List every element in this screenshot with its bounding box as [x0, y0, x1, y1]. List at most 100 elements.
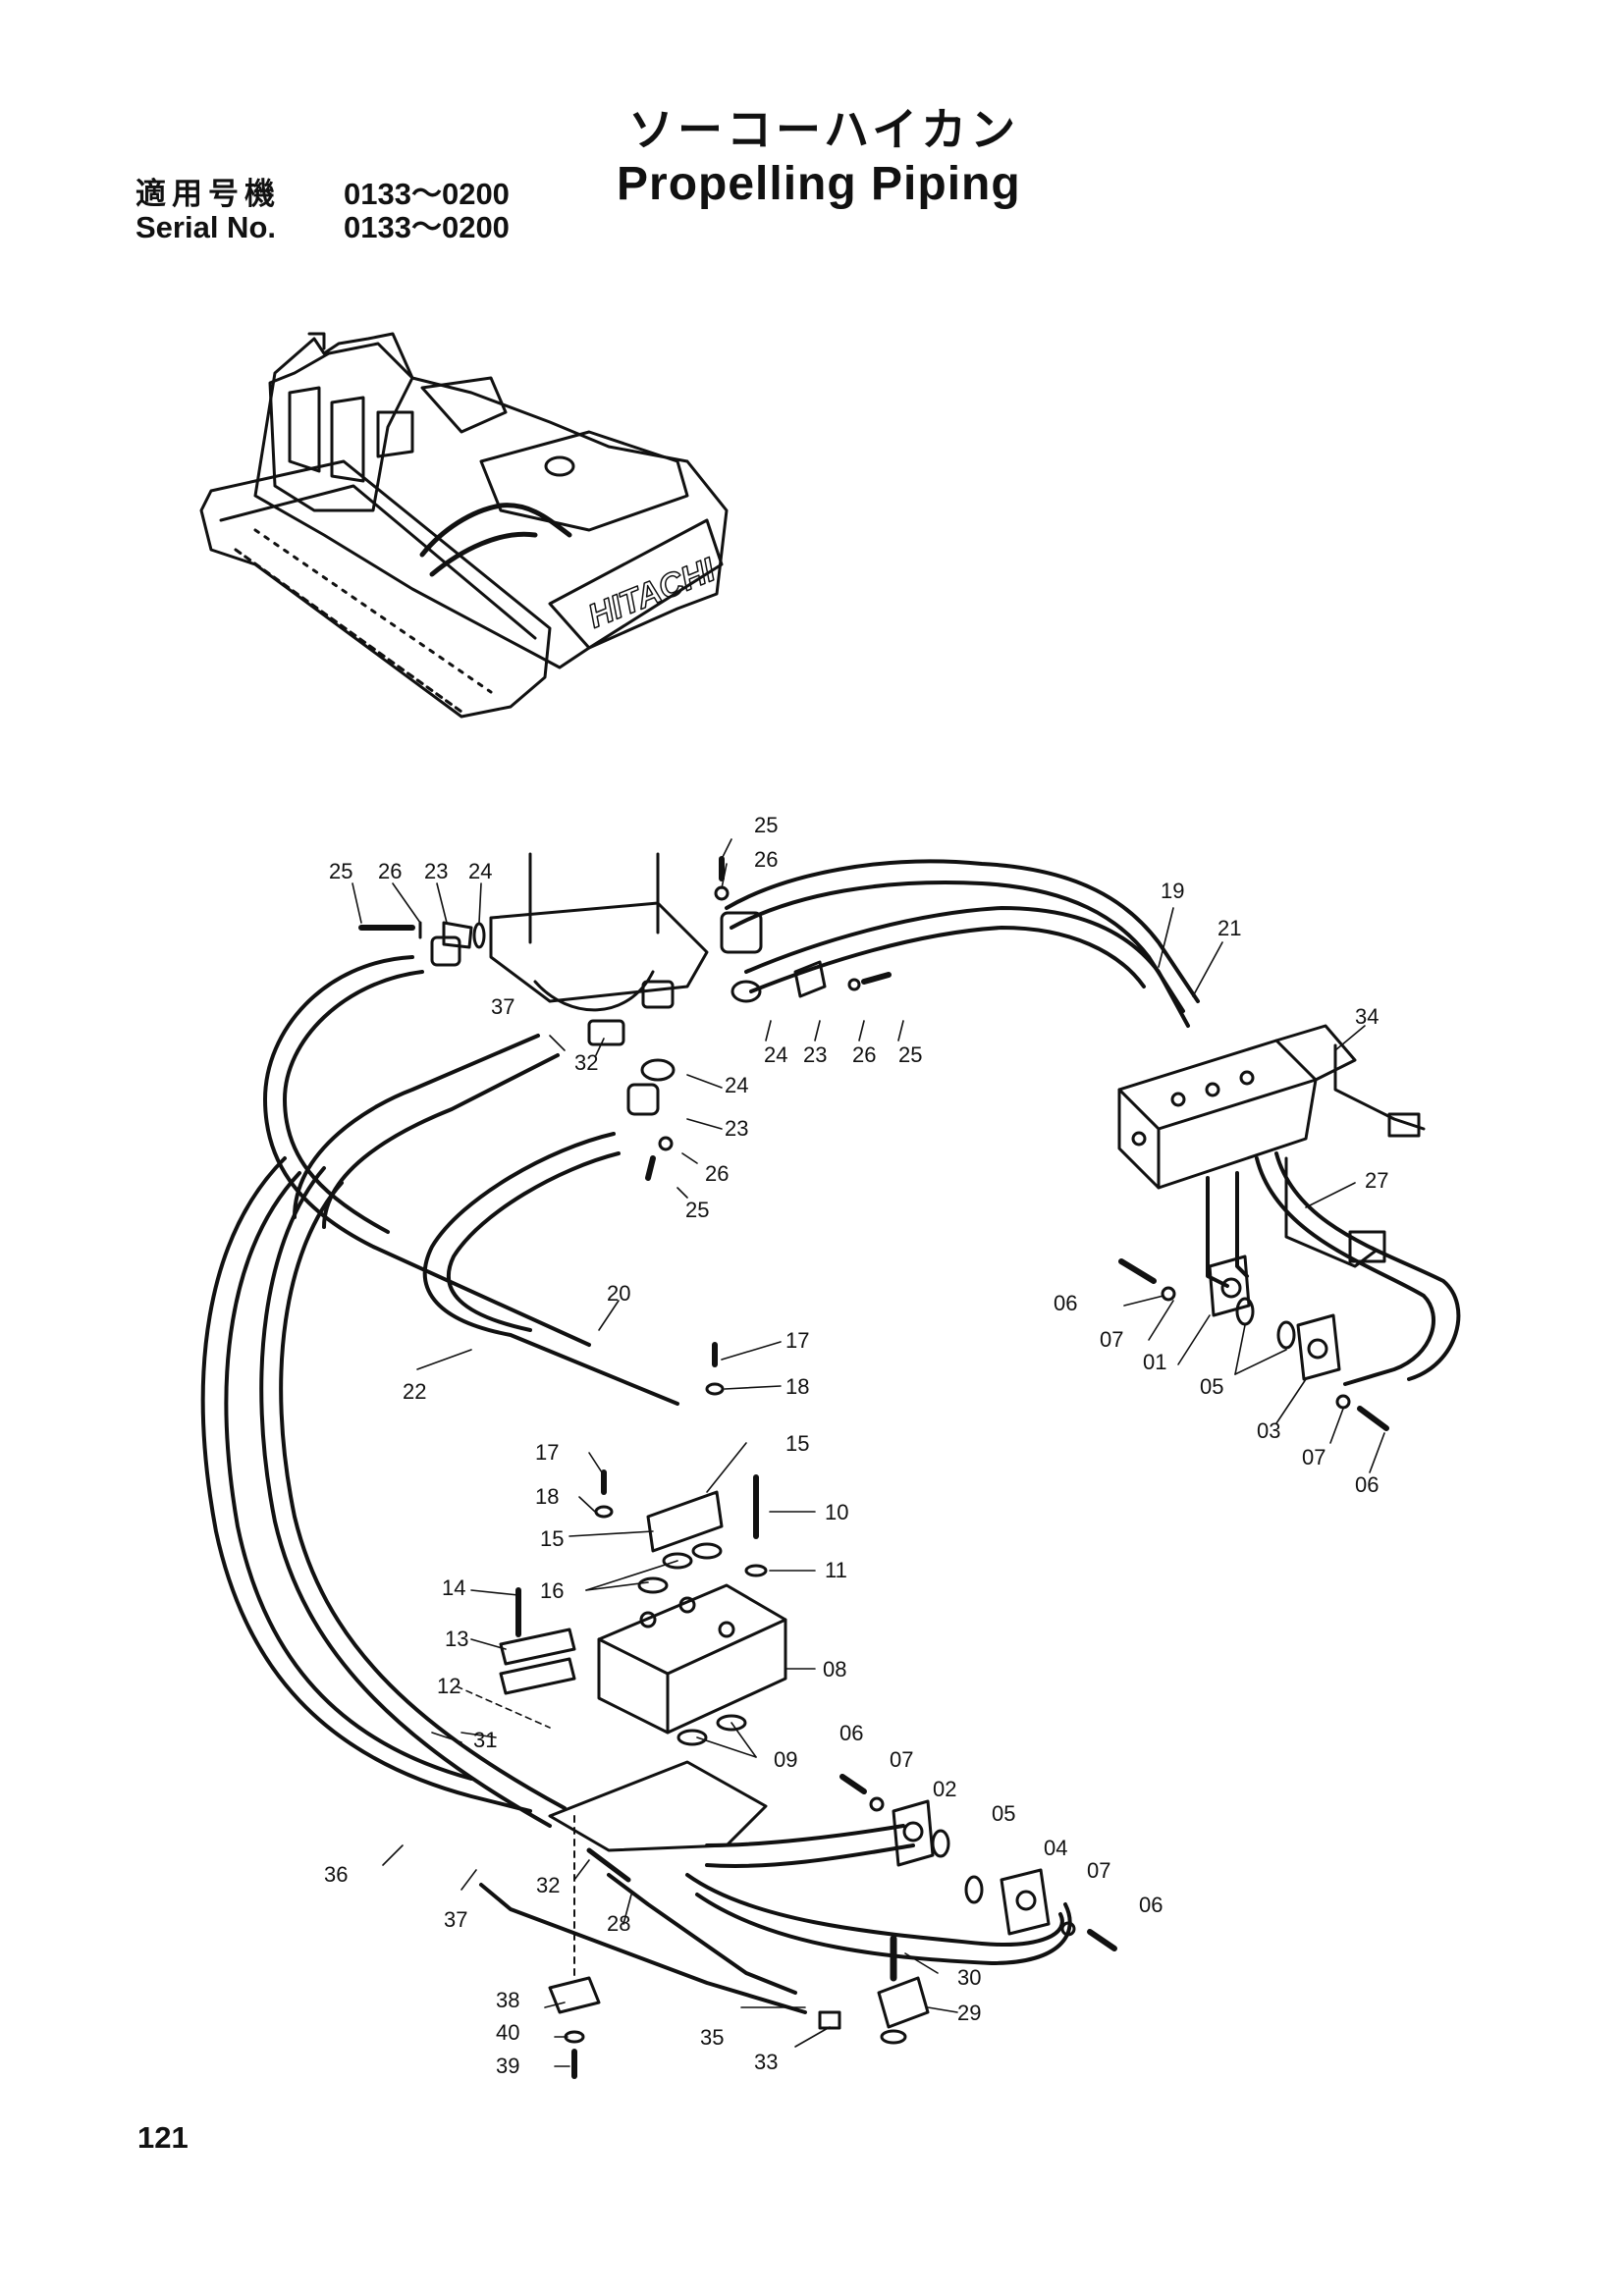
callout-15-left: 15	[540, 1526, 564, 1551]
hose-21-upper	[744, 906, 1190, 1028]
manifold-block-08	[597, 1583, 787, 1735]
oring-24-lower	[640, 1058, 676, 1082]
serial-label-japanese: 適用号機	[135, 177, 281, 212]
bolt-06-right-top	[1118, 1258, 1157, 1284]
callout-26-lower: 26	[705, 1161, 729, 1186]
callout-02: 02	[933, 1777, 956, 1801]
fitting-33	[818, 2010, 841, 2030]
hose-37-lower	[322, 1053, 560, 1229]
serial-label-english: Serial No.	[135, 210, 276, 244]
callout-14: 14	[442, 1575, 465, 1600]
washer-18-left	[594, 1505, 614, 1519]
pipe-35	[479, 1883, 807, 2014]
callout-15-right: 15	[785, 1431, 809, 1456]
boom-foot	[420, 376, 508, 434]
callout-08: 08	[823, 1657, 846, 1682]
oring-16-b	[691, 1542, 723, 1560]
flange-23-left	[442, 921, 473, 949]
oring-09-a	[676, 1729, 708, 1746]
callout-33: 33	[754, 2050, 778, 2074]
callout-16: 16	[540, 1578, 564, 1603]
washer-07-bottom-left	[869, 1796, 885, 1812]
block-29	[877, 1976, 930, 2029]
fitting-32-mid	[587, 1019, 625, 1046]
flange-15-block	[646, 1490, 724, 1553]
flange-03-bore	[1307, 1338, 1328, 1360]
callout-23-top: 23	[424, 859, 448, 883]
callout-23-mid: 23	[803, 1042, 827, 1067]
callout-40: 40	[496, 2020, 519, 2045]
clamp-38	[548, 1976, 601, 2014]
manifold-port-2	[678, 1596, 696, 1614]
valve-port-1	[1170, 1092, 1186, 1107]
center-joint-flange	[489, 901, 709, 1003]
hose-37-upper	[293, 1034, 540, 1219]
engine-hood	[479, 430, 689, 532]
callout-29: 29	[957, 2001, 981, 2025]
machine-piping-highlight	[419, 503, 572, 558]
callout-30: 30	[957, 1965, 981, 1990]
callout-27: 27	[1365, 1168, 1388, 1193]
valve-port-2	[1205, 1082, 1220, 1097]
oring-05-bottom-a	[931, 1829, 950, 1858]
pipe-27-plug	[1348, 1230, 1386, 1263]
valve-port-3	[1239, 1070, 1255, 1086]
pipe-01-right	[1235, 1171, 1249, 1278]
washer-26-mid	[847, 978, 861, 991]
callout-25-left: 25	[329, 859, 352, 883]
bolt-25-mid	[861, 972, 892, 985]
callout-23-lower: 23	[725, 1116, 748, 1141]
washer-18-top	[705, 1382, 725, 1396]
flange-01-bore	[1220, 1277, 1242, 1299]
pipe-01-left	[1206, 1176, 1229, 1288]
hose-20-inner	[446, 1151, 621, 1332]
manifold-port-1	[639, 1611, 657, 1629]
callout-06-bottom-right: 06	[1139, 1893, 1163, 1917]
hose-31	[259, 1166, 552, 1828]
track-treads-inner	[253, 528, 493, 694]
callout-17-top: 17	[785, 1328, 809, 1353]
oring-24-mid	[730, 980, 762, 1003]
callout-07-bottom-left: 07	[890, 1747, 913, 1772]
oring-24-left	[472, 922, 486, 949]
washer-07-right-bottom	[1335, 1394, 1351, 1410]
center-joint-housing	[489, 852, 709, 1012]
callout-10: 10	[825, 1500, 848, 1524]
elbow-flange-left	[430, 935, 461, 967]
oring-16-c	[637, 1576, 669, 1594]
callout-06-right-top: 06	[1054, 1291, 1077, 1315]
callout-03: 03	[1257, 1418, 1280, 1443]
mounting-bracket	[548, 1760, 768, 1852]
tank-cap	[544, 455, 575, 477]
serial-value-english: 0133～0200	[344, 210, 510, 244]
oring-05-right-a	[1235, 1297, 1255, 1326]
flange-04-bore	[1015, 1890, 1037, 1911]
pipe-04-inner	[695, 1893, 1072, 1965]
hose-31-inner	[279, 1181, 567, 1810]
manifold-body	[597, 1583, 787, 1735]
washer-07-right-top	[1161, 1286, 1176, 1302]
bolt-06-bottom-right	[1087, 1929, 1117, 1951]
hose-36	[200, 1156, 532, 1813]
counterweight	[548, 518, 724, 650]
pipe-28	[607, 1873, 797, 1995]
cab-window-right	[330, 396, 365, 483]
plate-13-lower	[499, 1657, 576, 1695]
hose-20	[422, 1132, 679, 1406]
callout-06-right-bottom: 06	[1355, 1472, 1379, 1497]
pipe-03-inner	[1274, 1151, 1461, 1381]
oring-29	[880, 2029, 907, 2045]
pipe-02-lower	[705, 1843, 915, 1868]
callout-26-top: 26	[754, 847, 778, 872]
callout-19: 19	[1161, 879, 1184, 903]
hose-22-inner	[283, 970, 424, 1234]
callout-24-mid: 24	[764, 1042, 787, 1067]
pipe-03-outer	[1255, 1156, 1435, 1386]
callout-01: 01	[1143, 1350, 1166, 1374]
callout-labels: 01 02 03 04 05 05 06 06 06 06 07 07 07 0…	[324, 813, 1388, 2078]
oring-09-b	[716, 1714, 747, 1732]
flange-04	[1000, 1868, 1051, 1936]
callout-05-bottom: 05	[992, 1801, 1015, 1826]
callout-31: 31	[473, 1728, 497, 1752]
